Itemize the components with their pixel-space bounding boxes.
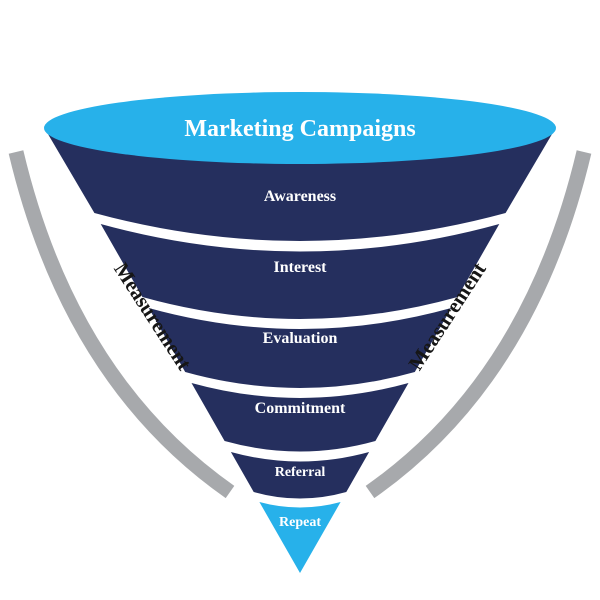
funnel-segment-interest [100,224,500,319]
stage-label-awareness: Awareness [264,188,336,205]
stage-label-repeat: Repeat [279,515,321,530]
stage-label-commitment: Commitment [255,400,346,417]
funnel-segment-referral [230,452,370,499]
measurement-band-left [8,150,235,499]
stage-label-evaluation: Evaluation [263,330,338,347]
funnel-segment-repeat [259,502,341,573]
stage-label-interest: Interest [273,259,327,276]
measurement-band-right [365,150,592,499]
funnel-top-ellipse [44,92,556,164]
funnel-segment-evaluation [148,308,452,388]
funnel-title: Marketing Campaigns [184,116,415,142]
funnel-segment-commitment [191,383,409,452]
stage-label-referral: Referral [275,465,326,480]
